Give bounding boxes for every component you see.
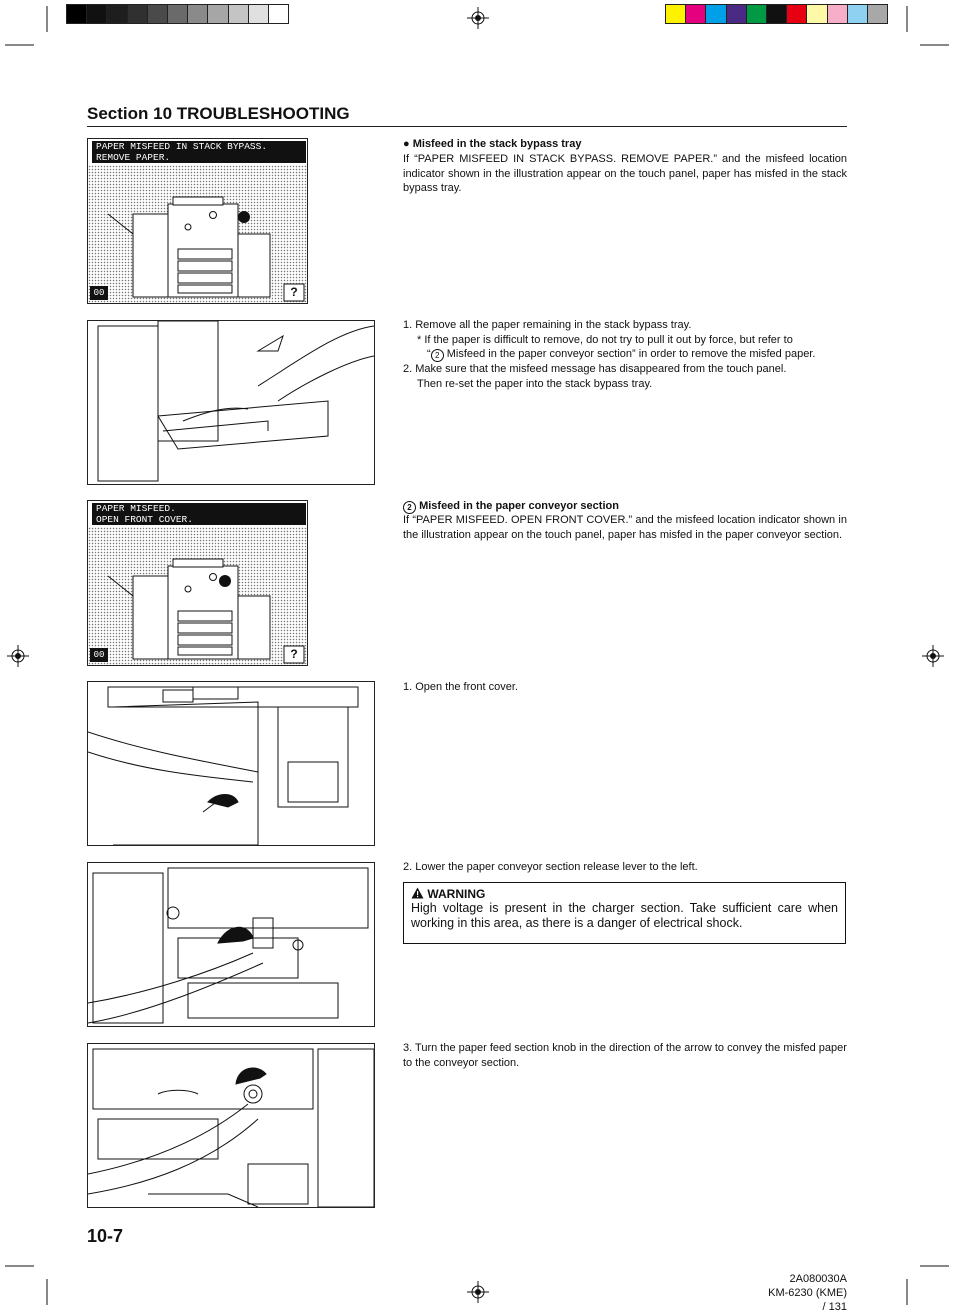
- stack-bypass-description: If “PAPER MISFEED IN STACK BYPASS. REMOV…: [403, 153, 847, 194]
- footer-info: 2A080030A KM-6230 (KME) / 131: [768, 1272, 847, 1314]
- color-swatch: [65, 4, 88, 24]
- color-swatch: [765, 4, 788, 24]
- color-swatch: [106, 4, 128, 24]
- bypass-step1: 1. Remove all the paper remaining in the…: [403, 319, 692, 331]
- section-rule: [87, 126, 847, 127]
- footer-page: / 131: [822, 1301, 847, 1313]
- panel-message: PAPER MISFEED. OPEN FRONT COVER.: [92, 503, 306, 525]
- registration-mark-left: [7, 645, 29, 667]
- color-swatch: [786, 4, 808, 24]
- color-swatch: [166, 4, 189, 24]
- illustration-feed-knob: [87, 1043, 375, 1208]
- stack-bypass-heading: ● Misfeed in the stack bypass tray: [403, 138, 582, 150]
- conveyor-step1: 1. Open the front cover.: [403, 681, 518, 693]
- warning-text: High voltage is present in the charger s…: [411, 901, 838, 930]
- help-button: ?: [290, 285, 298, 299]
- color-swatch: [227, 4, 249, 24]
- illustration-release-lever: [87, 862, 375, 1027]
- bypass-steps: 1. Remove all the paper remaining in the…: [403, 318, 847, 391]
- bypass-step2: 2. Make sure that the misfeed message ha…: [403, 363, 787, 375]
- registration-mark-right: [922, 645, 944, 667]
- help-button: ?: [290, 647, 298, 661]
- bypass-step2b: Then re-set the paper into the stack byp…: [417, 377, 653, 390]
- touch-panel-conveyor: PAPER MISFEED. OPEN FRONT COVER. 00 ?: [87, 500, 308, 666]
- color-swatch: [866, 4, 889, 24]
- illustration-bypass-tray: [97, 321, 374, 482]
- color-swatch: [247, 4, 269, 24]
- panel-message-line2: OPEN FRONT COVER.: [96, 513, 193, 525]
- conveyor-description: If “PAPER MISFEED. OPEN FRONT COVER.” an…: [403, 514, 847, 541]
- panel-message-line1: PAPER MISFEED.: [96, 503, 176, 514]
- panel-message-line2: REMOVE PAPER.: [96, 151, 171, 163]
- section-title: Section 10 TROUBLESHOOTING: [87, 104, 350, 123]
- color-swatch: [745, 4, 767, 24]
- warning-title: WARNING: [411, 887, 838, 901]
- bypass-note-b: “2 Misfeed in the paper conveyor section…: [427, 348, 816, 362]
- color-swatch: [207, 4, 229, 24]
- registration-mark-top: [467, 7, 489, 29]
- color-swatch: [846, 4, 868, 24]
- panel-message-line1: PAPER MISFEED IN STACK BYPASS.: [96, 141, 268, 152]
- color-swatch: [146, 4, 168, 24]
- conveyor-heading: 2 Misfeed in the paper conveyor section: [403, 499, 847, 514]
- copier-diagram: [90, 558, 305, 664]
- color-swatch: [826, 4, 848, 24]
- color-swatch: [725, 4, 747, 24]
- page-number: 10-7: [87, 1226, 124, 1246]
- color-swatch: [126, 4, 148, 24]
- bypass-note-a: * If the paper is difficult to remove, d…: [417, 333, 793, 346]
- color-swatch: [187, 4, 209, 24]
- color-swatch: [86, 4, 108, 24]
- counter-button: 00: [93, 650, 105, 660]
- color-swatch: [267, 4, 290, 24]
- warning-icon: [411, 887, 424, 899]
- registration-mark-bottom: [467, 1281, 489, 1303]
- footer-model: KM-6230 (KME): [768, 1287, 847, 1299]
- warning-box: WARNING High voltage is present in the c…: [403, 882, 846, 944]
- illustration-lever: [88, 867, 369, 1024]
- color-swatch: [806, 4, 828, 24]
- color-swatch: [664, 4, 687, 24]
- illustration-open-front-cover: [87, 681, 375, 846]
- conveyor-step3: 3. Turn the paper feed section knob in t…: [403, 1042, 847, 1069]
- illustration-front-cover: [88, 686, 359, 845]
- bullet-icon: ●: [403, 138, 410, 150]
- counter-button: 00: [93, 288, 105, 298]
- touch-panel-stack-bypass: PAPER MISFEED IN STACK BYPASS. REMOVE PA…: [87, 138, 308, 304]
- illustration-remove-paper: [87, 320, 375, 485]
- footer-code: 2A080030A: [789, 1273, 848, 1285]
- illustration-knob: [88, 1048, 374, 1207]
- panel-message: PAPER MISFEED IN STACK BYPASS. REMOVE PA…: [92, 141, 306, 163]
- conveyor-step2: 2. Lower the paper conveyor section rele…: [403, 861, 698, 873]
- color-swatch: [685, 4, 707, 24]
- copier-diagram: [90, 196, 305, 302]
- color-swatch: [705, 4, 727, 24]
